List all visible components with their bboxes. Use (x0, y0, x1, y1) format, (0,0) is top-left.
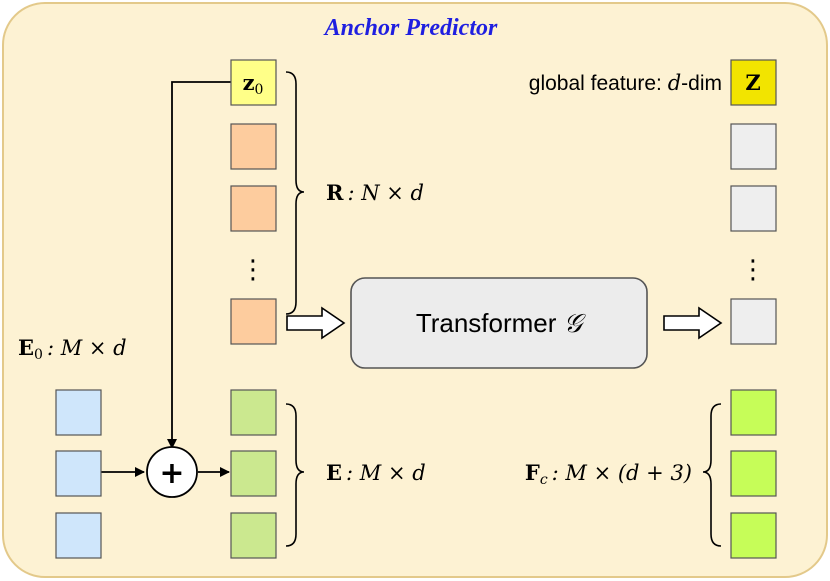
e-label: E: M × d (326, 460, 426, 485)
e0-token-2 (55, 450, 102, 497)
register-token-last (230, 298, 277, 345)
e-brace (285, 403, 305, 547)
z0-skip-connection (167, 81, 231, 449)
global-feature-label: global feature: d-dim (529, 71, 722, 95)
e-token-1 (230, 389, 277, 436)
global-token-label: Z (745, 70, 760, 95)
e-token-2 (230, 450, 277, 497)
z0-token-label: z0 (243, 70, 264, 98)
output-register-last (730, 298, 777, 345)
hollow-right-arrow-icon (286, 306, 346, 340)
fc-brace (702, 403, 722, 547)
transformer-label: Transformer 𝒢 (416, 308, 587, 339)
register-token-1 (230, 123, 277, 170)
fc-label: Fc: M × (d + 3) (525, 460, 692, 488)
output-register-1 (730, 123, 777, 170)
output-register-2 (730, 185, 777, 232)
output-ellipsis: ⋮ (740, 255, 766, 285)
r-label: R: N × d (326, 180, 424, 205)
e0-token-1 (55, 389, 102, 436)
e-token-3 (230, 512, 277, 559)
svg-text:+: + (159, 456, 184, 491)
panel-title: Anchor Predictor (323, 15, 498, 41)
e0-token-3 (55, 512, 102, 559)
fc-token-3 (730, 512, 777, 559)
register-token-2 (230, 185, 277, 232)
fc-token-1 (730, 389, 777, 436)
r-brace (285, 71, 305, 315)
hollow-right-arrow-icon (663, 306, 723, 340)
global-token (730, 59, 777, 106)
e0-label: E0: M × d (18, 335, 127, 363)
z0-token (230, 59, 277, 106)
plus-circle-icon: + (146, 446, 198, 498)
transformer-box (350, 277, 648, 369)
register-ellipsis: ⋮ (240, 255, 266, 285)
fc-token-2 (730, 450, 777, 497)
